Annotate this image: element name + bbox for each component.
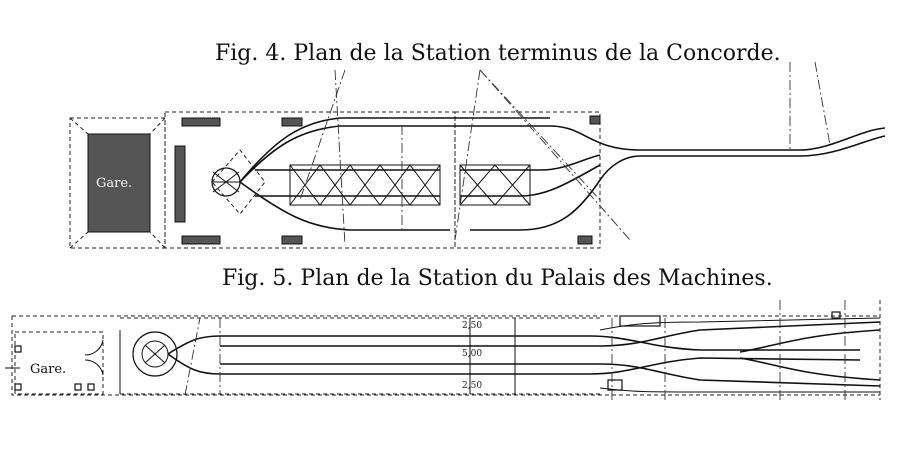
fig5-dim-lower: 2,50: [462, 381, 482, 391]
fig5-dim-middle: 5,00: [462, 349, 482, 359]
fig5-enclosure: [11, 315, 880, 396]
fig5-turntable: [132, 331, 178, 377]
figure-5-caption: Fig. 5. Plan de la Station du Palais des…: [222, 266, 773, 291]
fig4-station-outline: [69, 117, 166, 249]
fig5-dim-upper: 2,50: [462, 321, 482, 331]
figure-4-caption: Fig. 4. Plan de la Station terminus de l…: [215, 41, 781, 66]
figure-5: Fig. 5. Plan de la Station du Palais des…: [5, 266, 881, 400]
fig5-track-upper: [167, 335, 860, 355]
fig4-track-upper: [239, 125, 886, 183]
fig5-gare-label: Gare.: [30, 362, 66, 377]
figure-4: Fig. 4. Plan de la Station terminus de l…: [69, 41, 886, 249]
fig5-gare-building: [14, 331, 104, 395]
fig4-gare-building: [87, 133, 151, 233]
fig4-gare-label: Gare.: [96, 176, 132, 191]
